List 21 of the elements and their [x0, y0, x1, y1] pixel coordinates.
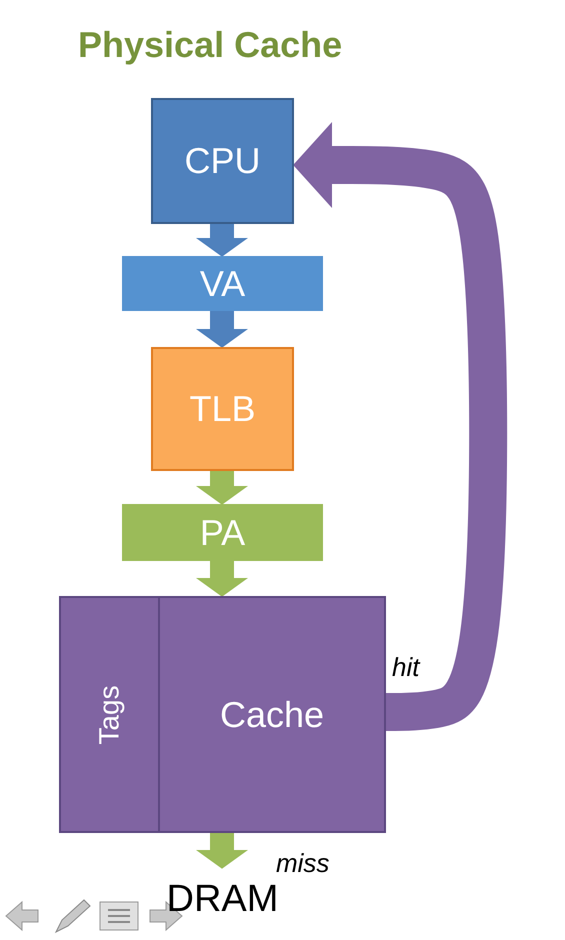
address-bar — [122, 256, 323, 311]
edge-label: hit — [392, 652, 420, 683]
block-arrow — [196, 311, 248, 348]
node-label: TLB — [189, 388, 256, 430]
cache-box — [59, 596, 386, 833]
block-arrow — [196, 561, 248, 597]
node-label: Cache — [220, 694, 324, 736]
block-arrow — [196, 224, 248, 257]
node-label: CPU — [184, 140, 260, 182]
node-label: PA — [200, 512, 246, 554]
edge-label: miss — [276, 848, 330, 879]
node-label: Tags — [94, 684, 126, 744]
block-arrow — [196, 471, 248, 505]
tlb-box — [151, 347, 294, 471]
block-arrow — [293, 122, 508, 731]
diagram-title: Physical Cache — [78, 24, 342, 66]
block-arrow — [196, 833, 248, 869]
node-label: VA — [200, 262, 246, 304]
cpu-box — [151, 98, 294, 224]
node-label: DRAM — [166, 878, 278, 920]
address-bar — [122, 504, 323, 561]
